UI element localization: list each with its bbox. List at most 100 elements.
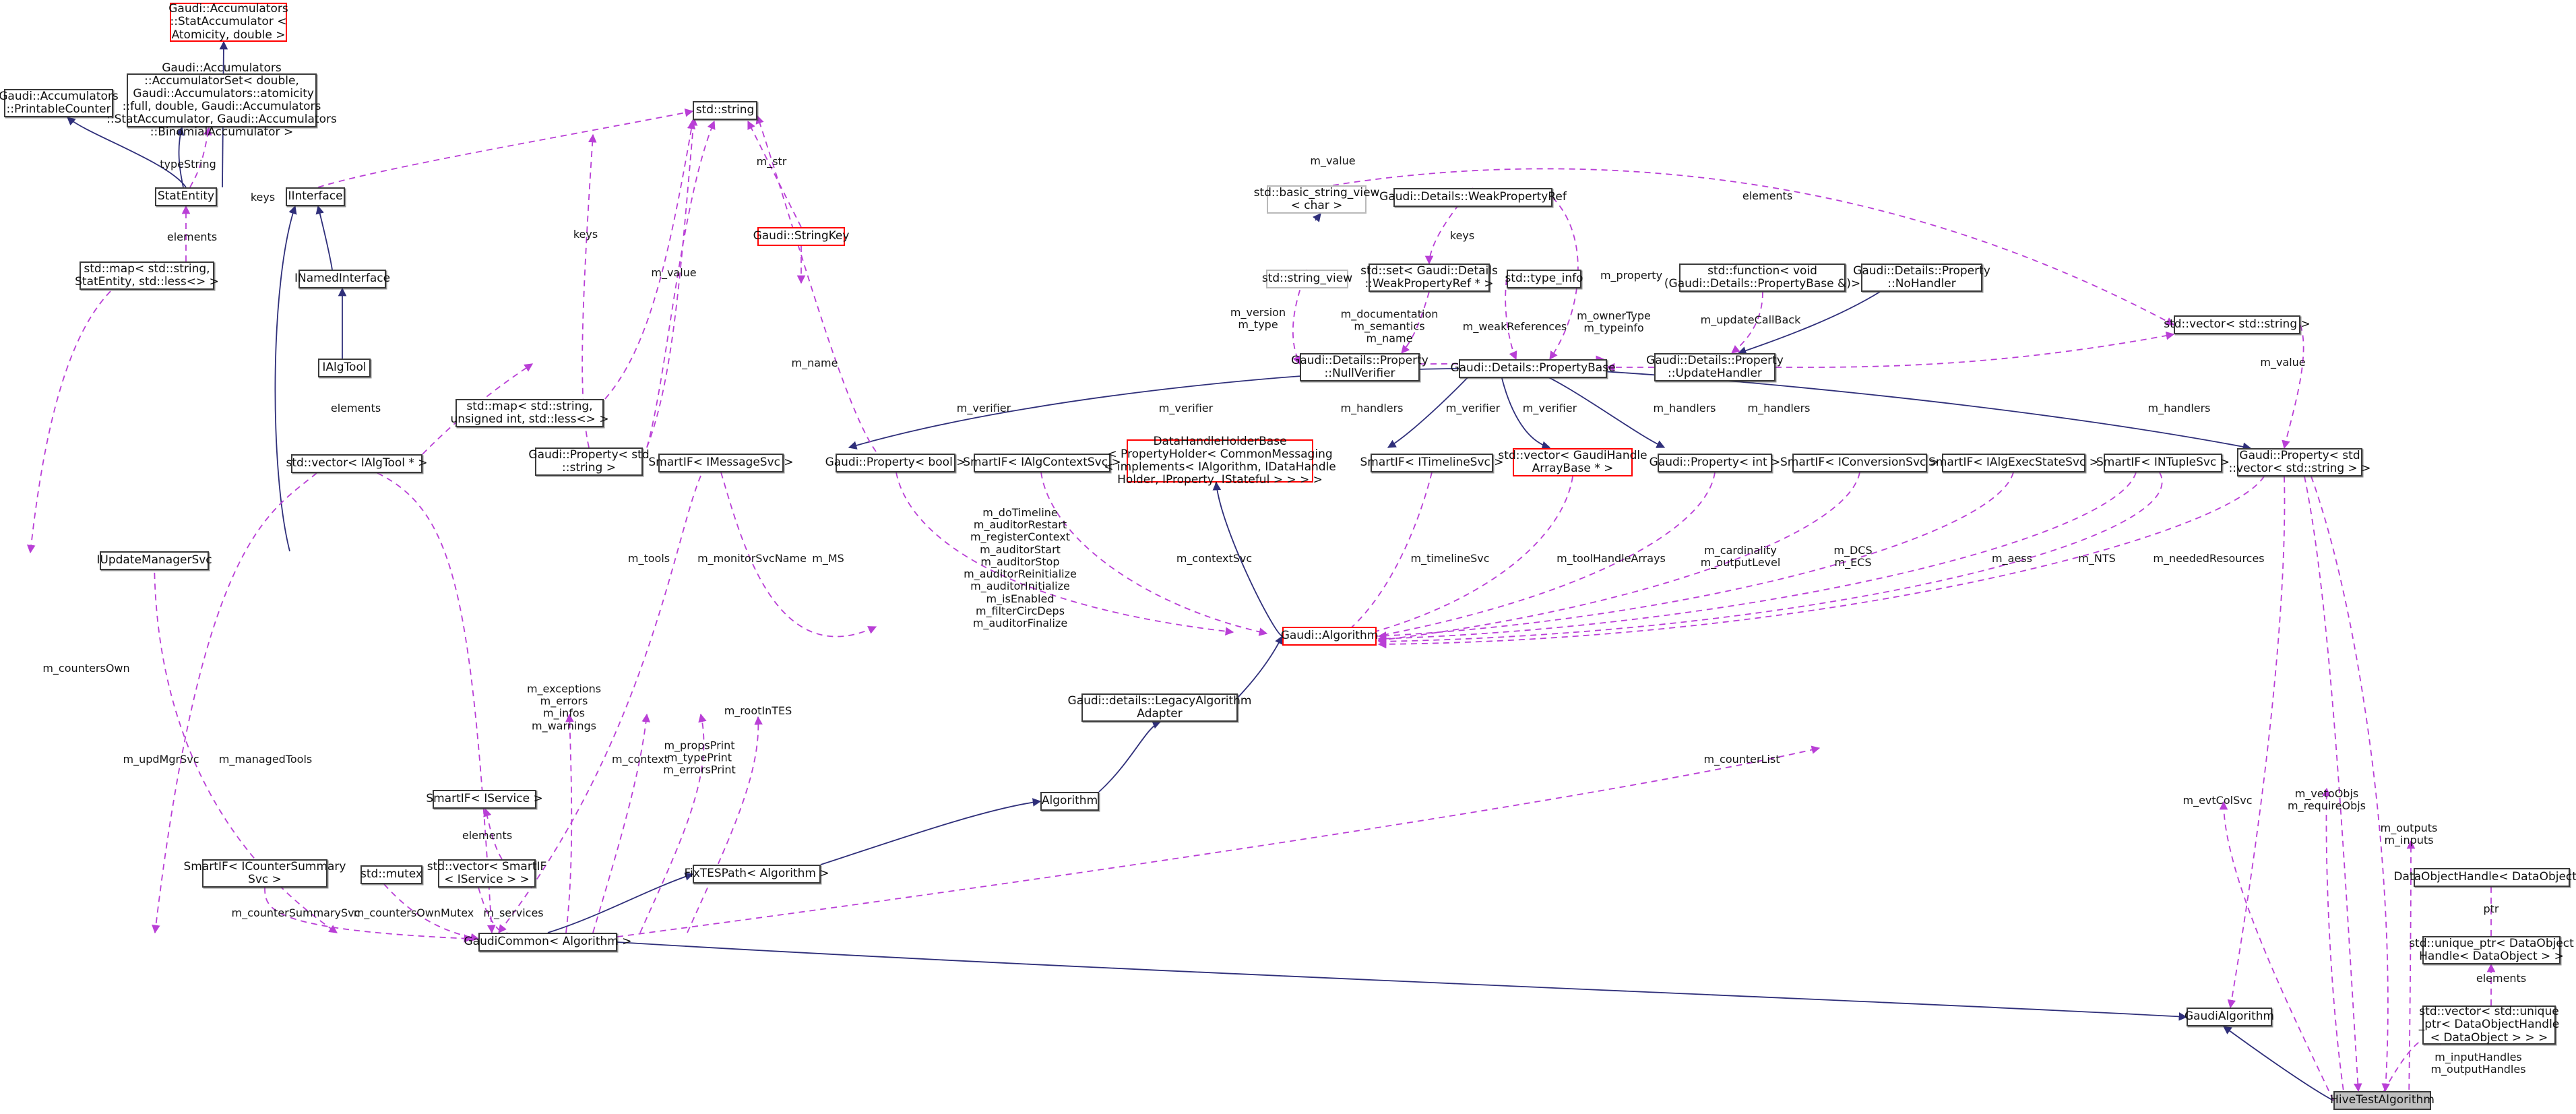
edge-label: m_countersOwn (42, 661, 130, 675)
edge-label: m_value (2260, 355, 2306, 369)
class-node[interactable]: Gaudi::StringKey (753, 227, 849, 246)
class-node[interactable]: std::unique_ptr< DataObject Handle< Data… (2409, 936, 2574, 964)
edge-label: m_contextSvc (1176, 551, 1253, 565)
class-node[interactable]: std::string (693, 101, 757, 120)
class-node[interactable]: std::type_info (1505, 270, 1583, 288)
class-node[interactable]: std::basic_string_view < char > (1253, 185, 1380, 214)
class-node[interactable]: GaudiCommon< Algorithm > (464, 933, 632, 952)
edge-label: m_handlers (1747, 401, 1811, 414)
edge-label: m_outputs m_inputs (2380, 821, 2438, 846)
edge-label: m_updateCallBack (1700, 313, 1801, 326)
edge-label: m_str (756, 154, 787, 168)
class-node[interactable]: Algorithm (1040, 792, 1099, 811)
edge-label: m_managedTools (218, 752, 313, 766)
class-node[interactable]: Gaudi::Accumulators ::AccumulatorSet< do… (106, 61, 337, 140)
class-node[interactable]: Gaudi::Algorithm (1281, 627, 1378, 646)
class-node[interactable]: Gaudi::Accumulators ::StatAccumulator < … (168, 2, 288, 42)
class-node[interactable]: SmartIF< INTupleSvc > (2096, 454, 2230, 472)
class-node[interactable]: GaudiAlgorithm (2185, 1008, 2274, 1026)
class-node[interactable]: FixTESPath< Algorithm > (684, 865, 829, 884)
edge-label: m_weakReferences (1462, 319, 1567, 333)
class-node[interactable]: std::mutex (360, 865, 422, 884)
edge-label: m_handlers (1653, 401, 1716, 414)
class-node[interactable]: std::set< Gaudi::Details ::WeakPropertyR… (1360, 264, 1498, 292)
edge-label: m_verifier (1522, 401, 1577, 414)
edge-label: keys (250, 190, 276, 204)
class-node[interactable]: std::vector< GaudiHandle ArrayBase * > (1498, 448, 1647, 476)
edge-label: m_verifier (1445, 401, 1501, 414)
class-node[interactable]: Gaudi::Accumulators ::PrintableCounter (0, 89, 119, 117)
class-node[interactable]: SmartIF< IAlgContextSvc > (963, 454, 1121, 472)
edge-label: m_documentation m_semantics m_name (1340, 307, 1439, 346)
class-node[interactable]: HiveTestAlgorithm (2330, 1091, 2434, 1110)
class-node[interactable]: DataHandleHolderBase < PropertyHolder< C… (1104, 434, 1336, 487)
class-node[interactable]: std::vector< IAlgTool * > (286, 454, 428, 473)
class-node[interactable]: std::string_view (1262, 270, 1352, 288)
class-node[interactable]: IAlgTool (318, 359, 371, 377)
edge-label: elements (1742, 189, 1793, 202)
edge-label: elements (462, 828, 513, 842)
edge-label: keys (1449, 228, 1475, 242)
edge-label: m_property (1600, 268, 1663, 282)
class-node[interactable]: std::vector< SmartIF < IService > > (427, 859, 547, 888)
class-node[interactable]: Gaudi::Property< int > (1650, 454, 1780, 472)
edge-label: m_monitorSvcName (697, 551, 807, 565)
edge-label: m_services (483, 906, 544, 919)
edge-label: m_neededResources (2153, 551, 2265, 565)
edge-label: m_cardinality m_outputLevel (1700, 543, 1781, 569)
edge-label: elements (330, 401, 381, 414)
edge-label: m_rootInTES (724, 704, 792, 717)
edge-label: m_context (612, 752, 668, 766)
edge-label: m_vetoObjs m_requireObjs (2288, 786, 2366, 812)
edge-label: m_handlers (1340, 401, 1404, 414)
class-node[interactable]: Gaudi::Property< std ::string > (528, 447, 650, 476)
class-node[interactable]: Gaudi::Property< std ::vector< std::stri… (2228, 448, 2371, 476)
class-node[interactable]: Gaudi::details::LegacyAlgorithm Adapter (1067, 693, 1252, 722)
class-node[interactable]: DataObjectHandle< DataObject > (2393, 868, 2576, 887)
edge-label: m_NTS (2078, 551, 2116, 565)
class-node[interactable]: SmartIF< IService > (426, 790, 543, 809)
class-node[interactable]: Gaudi::Details::Property ::NoHandler (1853, 264, 1990, 292)
class-node[interactable]: SmartIF< ITimelineSvc > (1360, 454, 1504, 472)
class-node[interactable]: SmartIF< ICounterSummary Svc > (183, 859, 346, 888)
class-node[interactable]: std::map< std::string, unsigned int, std… (450, 399, 609, 427)
edge-label: m_verifier (956, 401, 1011, 414)
class-node[interactable]: std::map< std::string, StatEntity, std::… (75, 261, 219, 290)
edge-label: m_handlers (2147, 401, 2211, 414)
edge-label: m_DCS m_ECS (1833, 543, 1873, 569)
edge-label: m_ownerType m_typeinfo (1577, 309, 1651, 334)
edge-label: keys (573, 227, 598, 241)
edge-label: elements (166, 230, 218, 243)
edge-label: m_updMgrSvc (123, 752, 199, 766)
edge-label: m_countersOwnMutex (353, 906, 474, 919)
class-node[interactable]: INamedInterface (294, 270, 390, 288)
edge-label: ptr (2483, 902, 2499, 915)
edge-label: m_MS (812, 551, 844, 565)
class-node[interactable]: IUpdateManagerSvc (96, 551, 212, 570)
class-node[interactable]: Gaudi::Details::Property ::UpdateHandler (1646, 353, 1784, 381)
edge-label: elements (2476, 971, 2527, 985)
class-node[interactable]: std::vector< std::unique _ptr< DataObjec… (2418, 1005, 2560, 1045)
class-node[interactable]: Gaudi::Details::WeakPropertyRef (1379, 188, 1567, 207)
class-node[interactable]: Gaudi::Property< bool > (825, 454, 966, 472)
class-node[interactable]: Gaudi::Details::PropertyBase (1450, 359, 1616, 378)
edge-label: m_toolHandleArrays (1557, 551, 1666, 565)
class-node[interactable]: std::function< void (Gaudi::Details::Pro… (1664, 264, 1861, 292)
edge-label: m_value (1310, 154, 1356, 167)
class-node[interactable]: SmartIF< IConversionSvc > (1780, 454, 1939, 472)
edge-label: m_name (791, 356, 838, 369)
edge-label: m_verifier (1158, 401, 1214, 414)
class-node[interactable]: IInterface (286, 187, 345, 206)
edge-label: m_inputHandles m_outputHandles (2430, 1050, 2526, 1076)
class-node[interactable]: SmartIF< IAlgExecStateSvc > (1928, 454, 2099, 472)
edge-label: m_evtColSvc (2182, 793, 2253, 807)
class-node[interactable]: Gaudi::Details::Property ::NullVerifier (1291, 353, 1428, 381)
edge-label: m_exceptions m_errors m_infos m_warnings (526, 682, 602, 733)
class-node[interactable]: SmartIF< IMessageSvc > (648, 454, 794, 472)
class-node[interactable]: StatEntity (155, 187, 217, 206)
edge-label: m_counterSummarySvc (231, 906, 360, 919)
edge-label: m_value (651, 266, 697, 279)
class-node[interactable]: std::vector< std::string > (2164, 315, 2311, 334)
edge-label: m_timelineSvc (1410, 551, 1490, 565)
